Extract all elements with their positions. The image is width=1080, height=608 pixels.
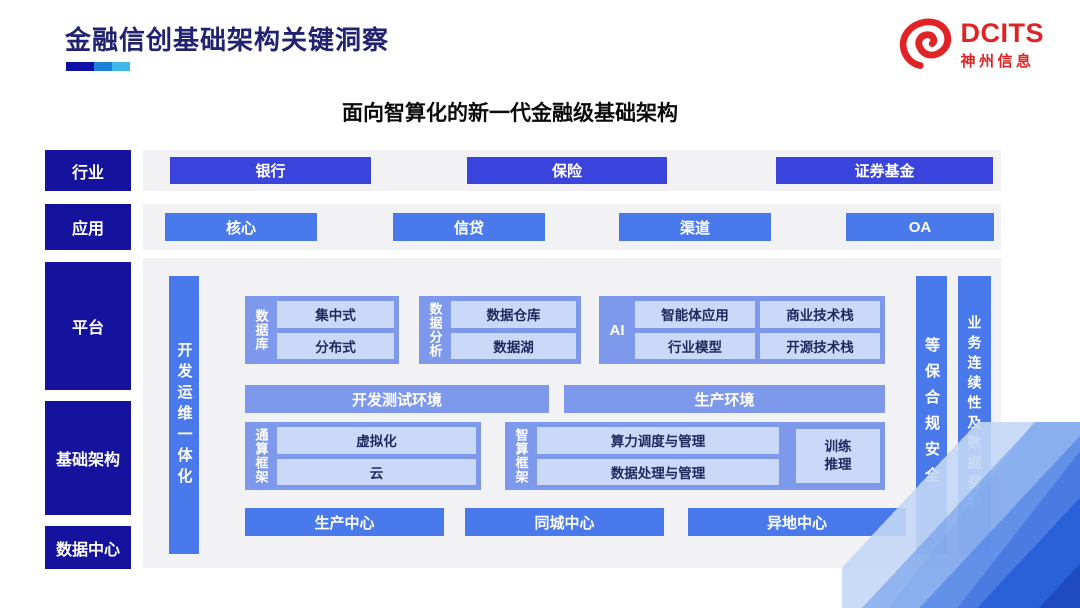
intelligent-computing-item-data-mgmt: 数据处理与管理 (537, 458, 779, 485)
layer-label-datacenter: 数据中心 (45, 526, 131, 569)
application-item-oa: OA (846, 213, 994, 241)
database-item-distributed: 分布式 (277, 332, 394, 359)
database-item-centralized: 集中式 (277, 301, 394, 328)
ai-section: AI 智能体应用 商业技术栈 行业模型 开源技术栈 (599, 296, 885, 364)
industry-item-insurance: 保险 (467, 157, 667, 184)
industry-item-securities-funds: 证券基金 (776, 157, 993, 184)
data-analysis-section: 数据分析 数据仓库 数据湖 (419, 296, 581, 364)
page-title: 金融信创基础架构关键洞察 (65, 25, 390, 55)
dev-test-environment-box: 开发测试环境 (245, 385, 549, 413)
ai-item-opensource-stack: 开源技术栈 (760, 332, 880, 359)
datacenter-item-remote: 异地中心 (688, 508, 906, 536)
logo-brand: DCITS (960, 17, 1044, 48)
company-logo: DCITS 神州信息 (896, 16, 1045, 74)
industry-item-bank: 银行 (170, 157, 371, 184)
production-environment-box: 生产环境 (564, 385, 885, 413)
intelligent-computing-section: 智算框架 算力调度与管理 数据处理与管理 训练 推理 (505, 422, 885, 490)
intelligent-computing-item-scheduling: 算力调度与管理 (537, 427, 779, 454)
general-computing-label: 通算框架 (253, 428, 269, 484)
datacenter-item-production: 生产中心 (245, 508, 444, 536)
diagram-title: 面向智算化的新一代金融级基础架构 (342, 102, 678, 125)
ai-item-commercial-stack: 商业技术栈 (760, 301, 880, 328)
business-continuity-bar: 业务连续性及数据保护 (958, 276, 991, 554)
general-computing-item-virtualization: 虚拟化 (277, 427, 476, 454)
database-section-label: 数据库 (253, 309, 269, 351)
data-analysis-item-warehouse: 数据仓库 (451, 301, 576, 328)
layer-label-platform: 平台 (45, 262, 131, 390)
title-underline (66, 62, 130, 71)
intelligent-computing-item-train-inference: 训练 推理 (796, 429, 880, 483)
general-computing-section: 通算框架 虚拟化 云 (245, 422, 481, 490)
data-analysis-item-lake: 数据湖 (451, 332, 576, 359)
layer-label-industry: 行业 (45, 150, 131, 191)
layer-label-infrastructure: 基础架构 (45, 401, 131, 515)
logo-company-name: 神州信息 (960, 52, 1035, 70)
ai-item-agent-apps: 智能体应用 (635, 301, 755, 328)
database-section: 数据库 集中式 分布式 (245, 296, 399, 364)
underline-segment (112, 62, 130, 71)
data-analysis-section-label: 数据分析 (427, 302, 443, 358)
security-compliance-bar: 等保合规安全 (916, 276, 947, 554)
layer-label-application: 应用 (45, 204, 131, 250)
ai-section-label: AI (609, 321, 625, 339)
underline-segment (66, 62, 94, 71)
underline-segment (94, 62, 112, 71)
application-item-channel: 渠道 (619, 213, 771, 241)
devops-integration-bar: 开发运维一体化 (169, 276, 199, 554)
application-item-core: 核心 (165, 213, 317, 241)
logo-text: DCITS 神州信息 (960, 17, 1045, 71)
general-computing-item-cloud: 云 (277, 458, 476, 485)
ai-item-industry-models: 行业模型 (635, 332, 755, 359)
application-item-credit: 信贷 (393, 213, 545, 241)
datacenter-item-same-city: 同城中心 (465, 508, 664, 536)
intelligent-computing-label: 智算框架 (513, 428, 529, 484)
dcits-swirl-icon (899, 18, 951, 69)
